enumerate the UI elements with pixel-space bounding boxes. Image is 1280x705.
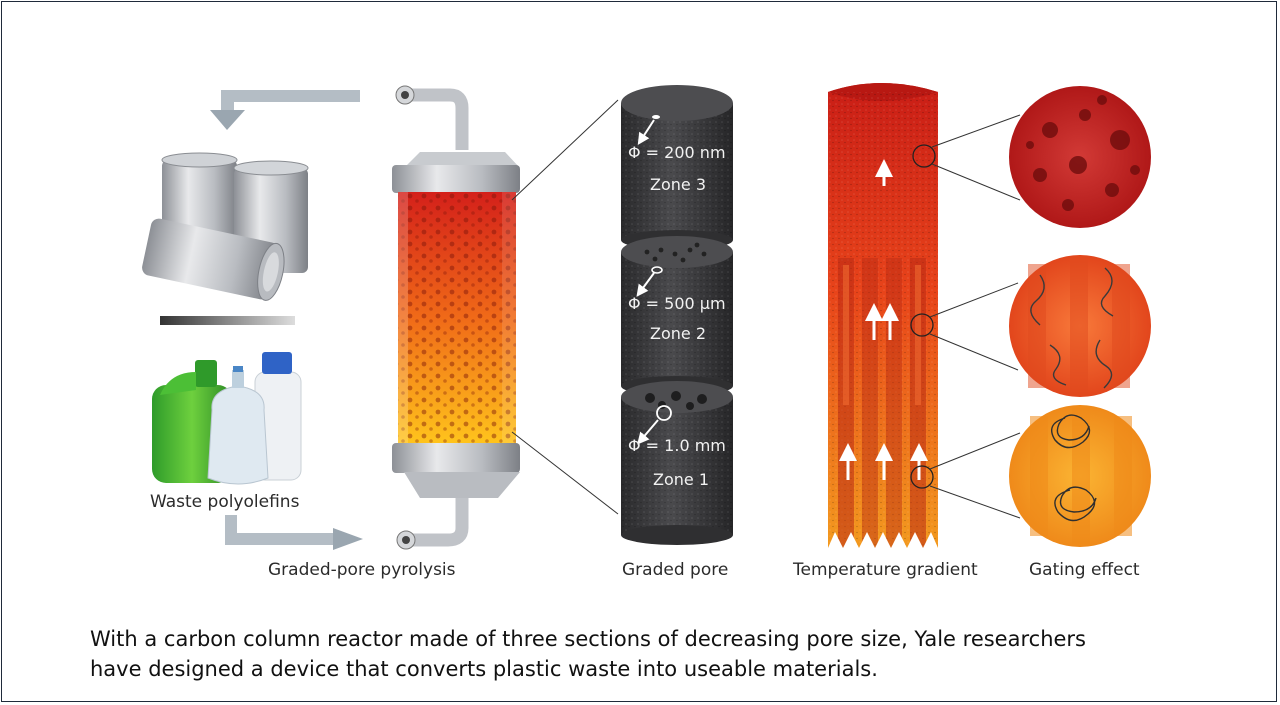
zone-3-pore-label: Φ = 200 nm — [628, 143, 726, 162]
zoom-lines — [929, 114, 1021, 519]
zone-1-name-label: Zone 1 — [653, 470, 709, 489]
divider-bar — [160, 316, 295, 325]
zone-3-name-label: Zone 3 — [650, 175, 706, 194]
figure-caption: With a carbon column reactor made of thr… — [90, 624, 1210, 684]
gating-circle-top — [1009, 86, 1151, 228]
waste-polyolefins-label: Waste polyolefins — [150, 492, 300, 512]
reactor-column — [392, 85, 520, 550]
gating-effect-label: Gating effect — [1029, 560, 1140, 580]
caption-line-2: have designed a device that converts pla… — [90, 657, 878, 681]
zone-1-pore-label: Φ = 1.0 mm — [628, 436, 726, 455]
return-arrow — [210, 90, 360, 130]
temperature-gradient-column — [828, 83, 938, 548]
carbon-zone-3 — [621, 85, 733, 250]
zone-2-name-label: Zone 2 — [650, 324, 706, 343]
plastic-bottles-illustration — [152, 352, 302, 485]
gating-circle-middle — [1009, 255, 1151, 397]
graded-pore-pyrolysis-label: Graded-pore pyrolysis — [268, 560, 456, 580]
gating-circle-bottom — [1009, 405, 1151, 547]
output-arrow — [225, 515, 363, 550]
graded-pore-label: Graded pore — [622, 560, 728, 580]
carbon-zone-1 — [621, 381, 733, 545]
caption-line-1: With a carbon column reactor made of thr… — [90, 627, 1086, 651]
carbon-column — [621, 85, 733, 545]
connector-line-top — [511, 99, 619, 201]
temperature-gradient-label: Temperature gradient — [792, 560, 978, 580]
metal-cans-illustration — [142, 152, 309, 301]
zone-2-pore-label: Φ = 500 µm — [628, 294, 726, 313]
connector-line-bottom — [511, 431, 619, 515]
carbon-zone-2 — [621, 236, 733, 396]
